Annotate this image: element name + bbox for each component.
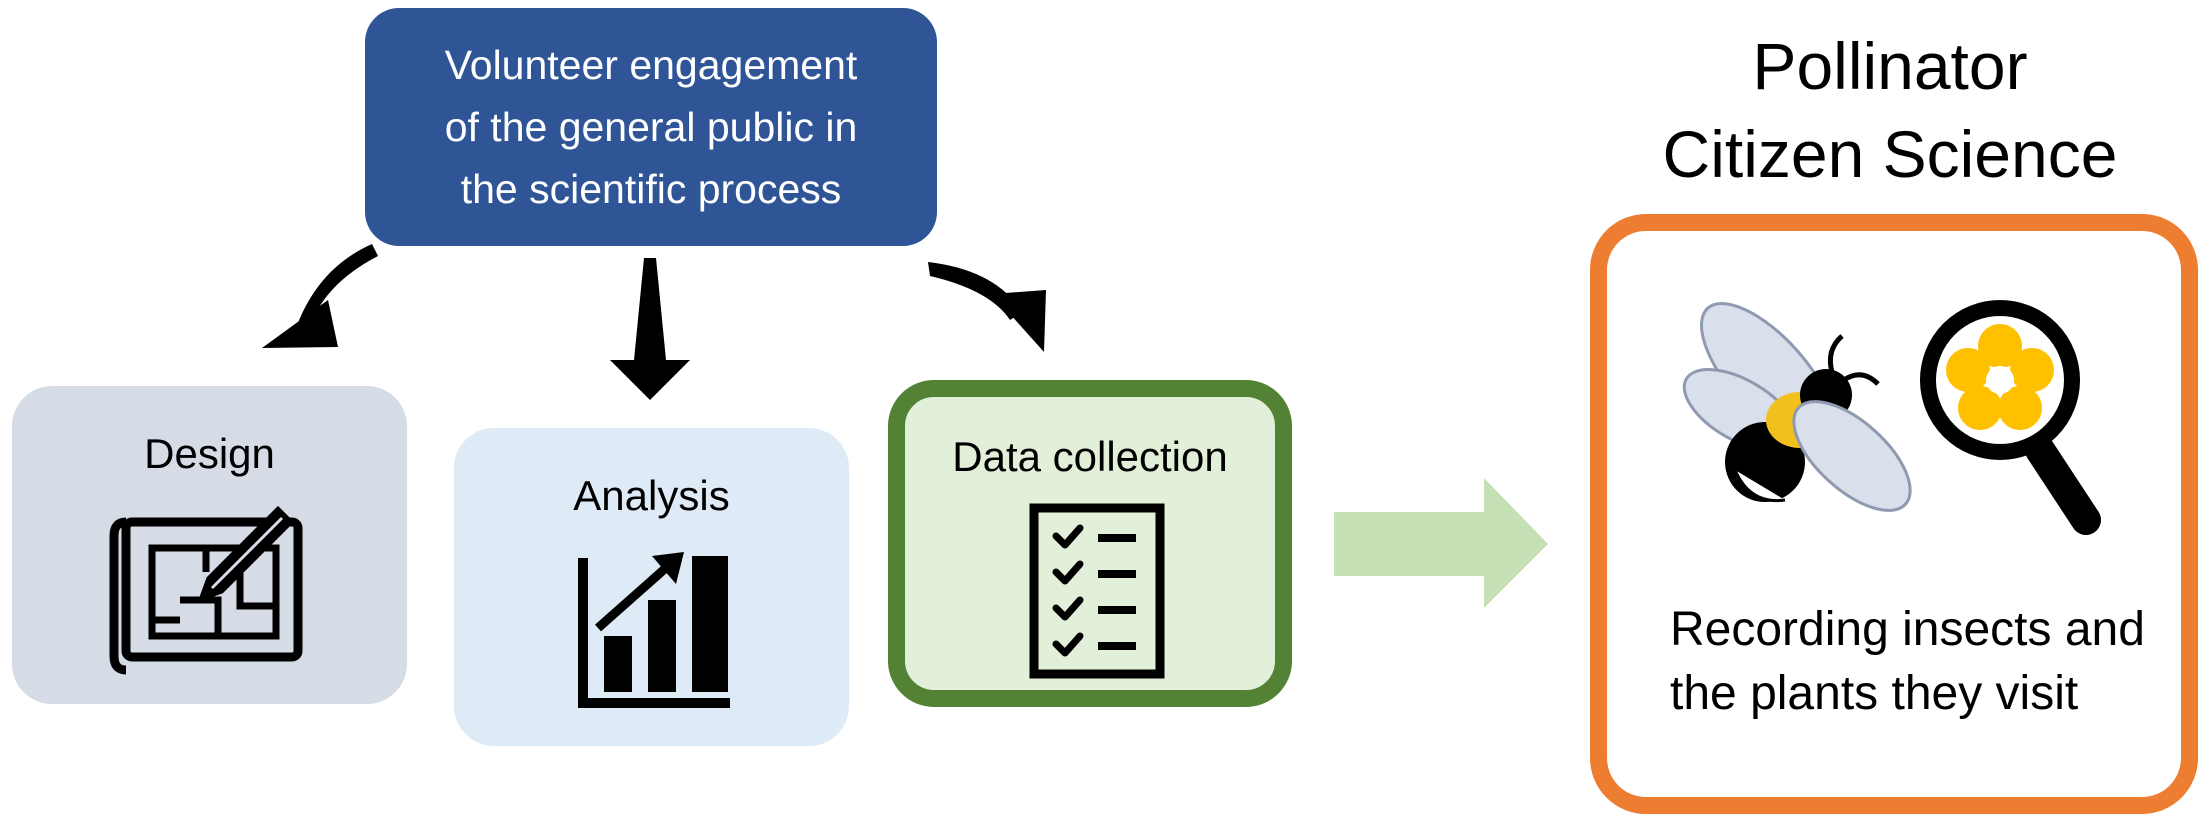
arrow-to-data-collection <box>928 262 1046 352</box>
design-label: Design <box>144 430 275 477</box>
engagement-line-2: of the general public in <box>444 104 858 150</box>
pollinator-title-line-2: Citizen Science <box>1662 117 2118 191</box>
bar-chart-trend-icon <box>578 552 730 708</box>
data-collection-label: Data collection <box>952 433 1228 480</box>
pollinator-title: Pollinator Citizen Science <box>1630 22 2150 198</box>
blueprint-pencil-icon <box>109 505 303 675</box>
pollinator-caption-line-1: Recording insects and <box>1670 603 2145 656</box>
bee-icon <box>1682 301 1912 512</box>
analysis-box: Analysis <box>454 428 849 746</box>
analysis-label: Analysis <box>573 472 730 519</box>
flow-arrow <box>1334 478 1548 608</box>
engagement-line-1: Volunteer engagement <box>444 42 858 88</box>
pollinator-caption-line-2: the plants they visit <box>1670 667 2079 720</box>
magnifier-flower-icon <box>1920 300 2101 535</box>
engagement-box: Volunteer engagement of the general publ… <box>365 8 937 246</box>
data-collection-box: Data collection <box>888 380 1292 707</box>
pollinator-caption: Recording insects and the plants they vi… <box>1670 598 2190 726</box>
arrow-to-analysis <box>610 258 690 400</box>
engagement-line-3: the scientific process <box>460 166 842 212</box>
checklist-icon <box>1029 503 1165 679</box>
pollinator-title-line-1: Pollinator <box>1752 29 2028 103</box>
arrow-to-design <box>262 244 378 348</box>
